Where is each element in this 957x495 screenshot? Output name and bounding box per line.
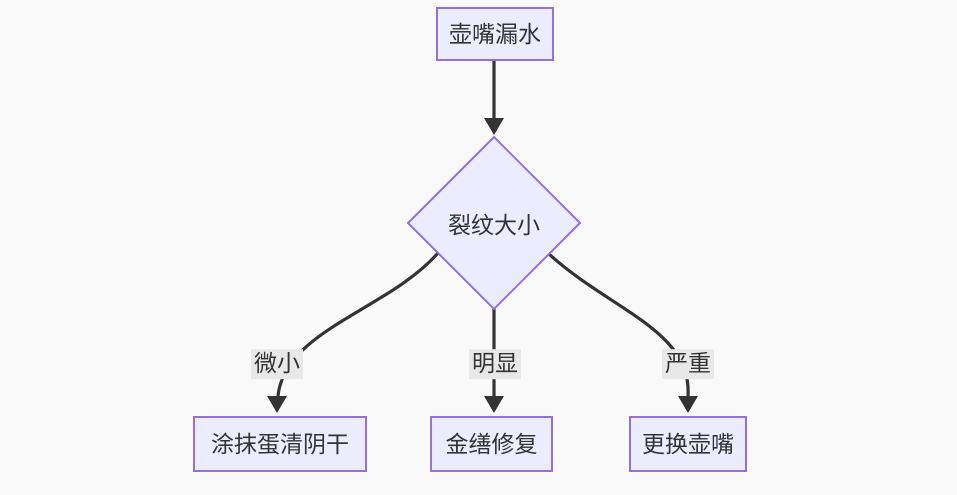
- arrowhead-icon: [267, 396, 287, 413]
- arrowhead-icon: [678, 396, 698, 413]
- node-outcome-obvious: 金缮修复: [430, 416, 553, 472]
- node-decision-label: 裂纹大小: [448, 212, 540, 238]
- node-outcome-minor: 涂抹蛋清阴干: [193, 416, 367, 472]
- edge-label-minor: 微小: [251, 349, 303, 379]
- arrowhead-icon: [484, 396, 504, 413]
- arrowhead-icon: [484, 118, 504, 135]
- edge-label-severe: 严重: [662, 349, 714, 379]
- edge-label-obvious: 明显: [469, 349, 521, 379]
- decision-diamond-shape: [406, 135, 582, 311]
- node-outcome-severe: 更换壶嘴: [629, 416, 747, 472]
- node-start: 壶嘴漏水: [436, 7, 554, 61]
